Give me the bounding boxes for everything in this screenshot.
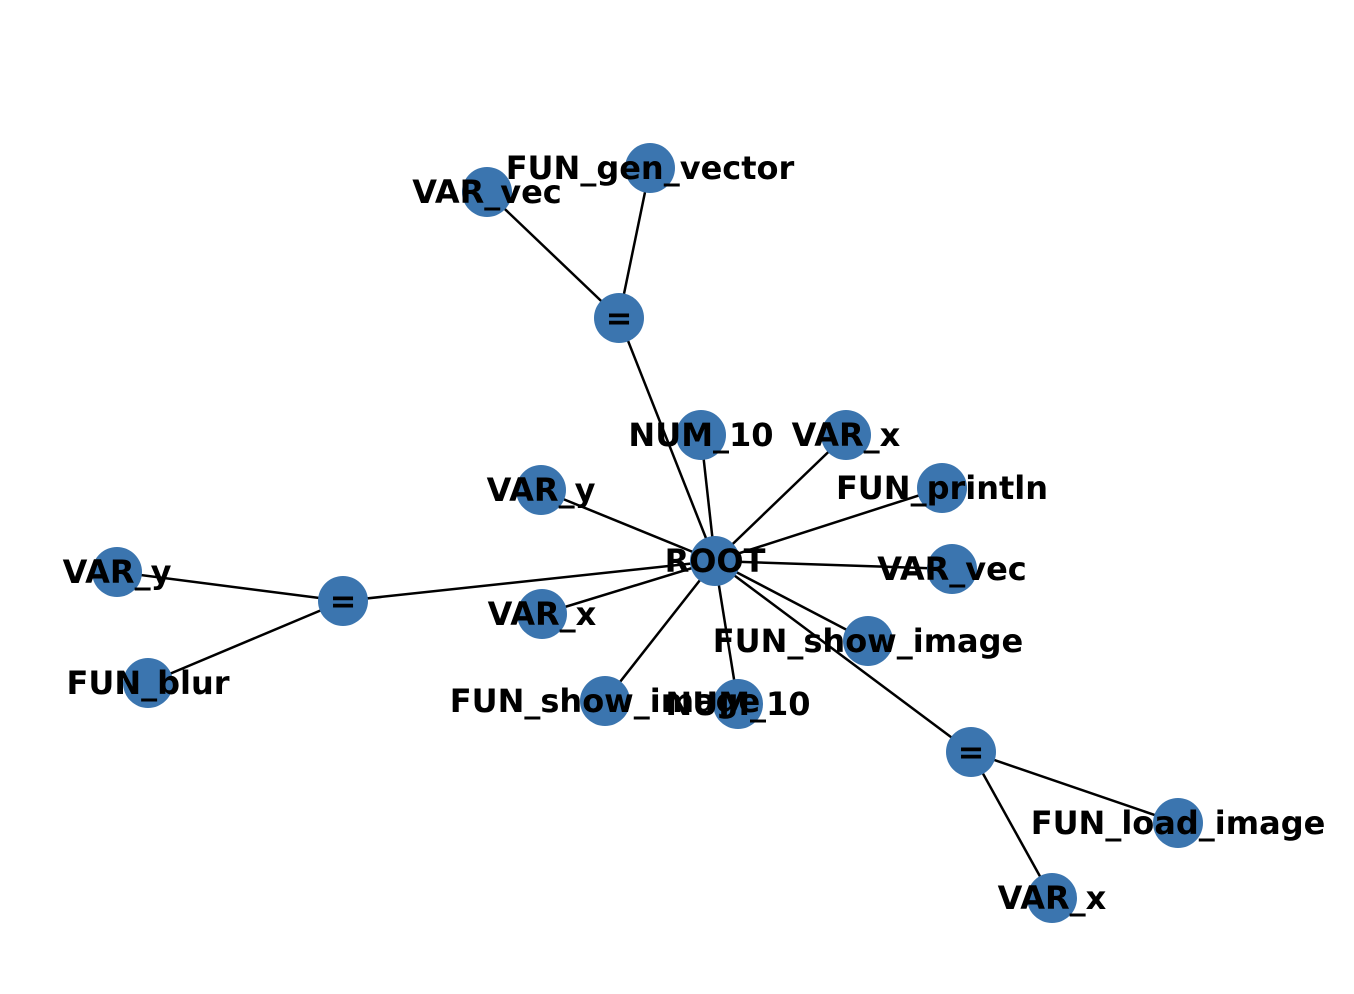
node-label-eq_right: = <box>958 733 985 771</box>
edge-root-var_x_a <box>714 434 847 562</box>
node-label-var_vec_a: VAR_vec <box>412 173 562 211</box>
node-label-num10_a: NUM_10 <box>628 416 773 454</box>
edge-root-fun_show_b <box>604 560 716 702</box>
node-eq_left <box>318 576 368 626</box>
node-fun_load <box>1153 798 1203 848</box>
edge-root-eq_left <box>342 559 716 603</box>
node-var_y_b <box>92 547 142 597</box>
node-label-var_y_b: VAR_y <box>63 553 172 591</box>
node-label-fun_show_a: FUN_show_image <box>713 622 1024 660</box>
node-label-fun_gen: FUN_gen_vector <box>506 149 795 187</box>
node-label-root: ROOT <box>665 542 766 580</box>
edge-eq_left-var_y_b <box>116 570 344 603</box>
node-var_vec_b <box>927 544 977 594</box>
edge-root-var_y_a <box>540 488 716 563</box>
edge-layer <box>116 167 1179 899</box>
node-var_x_b <box>517 589 567 639</box>
node-eq_top <box>594 293 644 343</box>
node-layer <box>92 143 1203 923</box>
node-fun_gen <box>625 143 675 193</box>
node-label-var_x_a: VAR_x <box>792 416 901 454</box>
node-num10_b <box>713 679 763 729</box>
node-eq_right <box>946 727 996 777</box>
node-fun_show_b <box>580 676 630 726</box>
edge-eq_right-var_x_c <box>969 751 1054 899</box>
edge-root-fun_println <box>714 486 943 563</box>
edge-root-eq_top <box>617 317 717 562</box>
edge-eq_right-fun_load <box>970 750 1179 825</box>
node-fun_show_a <box>843 616 893 666</box>
edge-eq_left-fun_blur <box>147 599 344 685</box>
node-label-fun_load: FUN_load_image <box>1031 804 1326 842</box>
node-label-var_y_a: VAR_y <box>487 471 596 509</box>
edge-eq_top-fun_gen <box>617 167 652 319</box>
edge-root-var_vec_b <box>714 559 953 571</box>
node-label-var_x_b: VAR_x <box>488 595 597 633</box>
node-label-var_vec_b: VAR_vec <box>877 550 1027 588</box>
edge-root-eq_right <box>714 559 972 754</box>
node-var_x_c <box>1027 873 1077 923</box>
node-num10_a <box>676 410 726 460</box>
node-label-num10_b: NUM_10 <box>665 685 810 723</box>
node-root <box>690 536 740 586</box>
edge-root-fun_show_a <box>714 559 869 643</box>
edge-eq_top-var_vec_a <box>486 191 620 319</box>
node-label-fun_blur: FUN_blur <box>66 664 229 702</box>
node-label-fun_println: FUN_println <box>836 469 1048 507</box>
node-label-var_x_c: VAR_x <box>998 879 1107 917</box>
node-var_x_a <box>821 410 871 460</box>
node-var_y_a <box>516 465 566 515</box>
node-label-fun_show_b: FUN_show_image <box>450 682 761 720</box>
node-label-eq_top: = <box>606 299 633 337</box>
node-fun_blur <box>123 658 173 708</box>
node-var_vec_a <box>462 167 512 217</box>
node-fun_println <box>917 463 967 513</box>
edge-root-var_x_b <box>541 559 716 616</box>
node-label-eq_left: = <box>330 582 357 620</box>
